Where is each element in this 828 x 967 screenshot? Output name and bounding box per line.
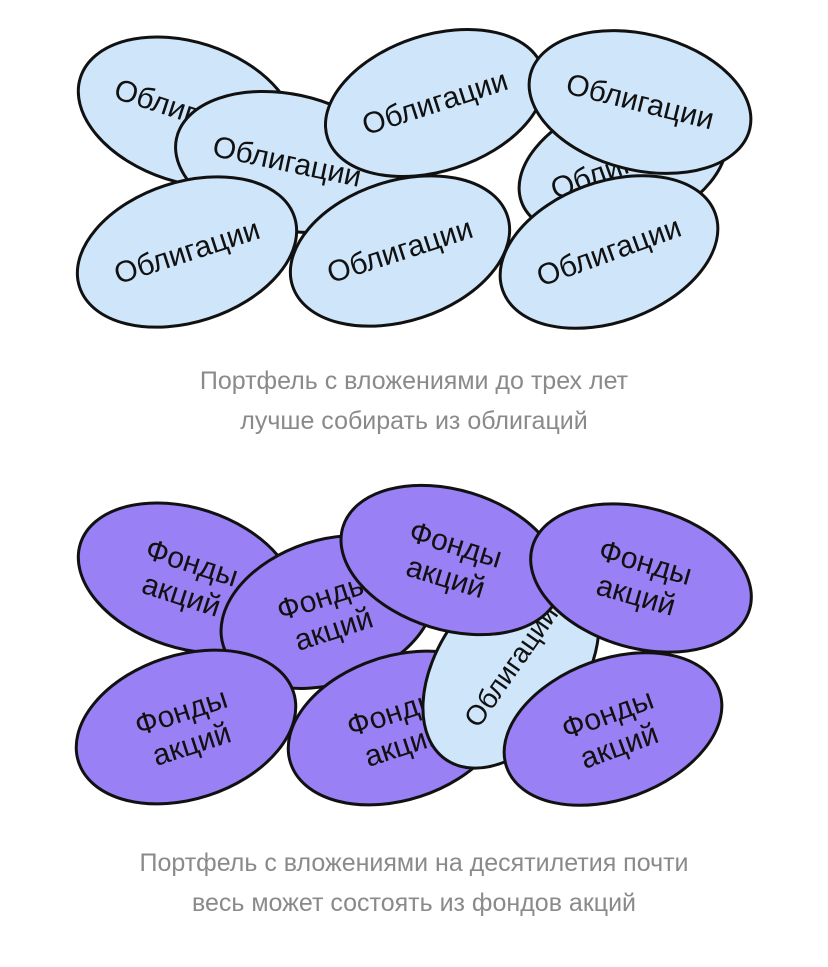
stock-fund-oval-8: Фондыакций [502, 651, 724, 807]
bond-oval-5: Облигации [527, 29, 753, 175]
top-caption: Портфель с вложениями до трех лет лучше … [0, 361, 828, 441]
stock-fund-oval-7: Фондыакций [529, 502, 753, 654]
oval-shape [529, 502, 753, 654]
bottom-caption-line2: весь может состоять из фондов акций [191, 889, 637, 917]
stock-fund-oval-6: Фондыакций [339, 483, 563, 637]
top-caption-line1: Портфель с вложениями до трех лет [199, 367, 629, 395]
bond-oval-8: Облигации [498, 174, 720, 330]
bond-oval-4: Облигации [323, 28, 547, 178]
oval-shape [75, 175, 299, 329]
stock-fund-oval-3: Фондыакций [74, 648, 298, 806]
oval-shape [288, 174, 512, 328]
bottom-caption-line1: Портфель с вложениями на десятилетия поч… [139, 849, 689, 877]
top-caption-line2: лучше собирать из облигаций [240, 407, 588, 435]
bond-oval-7: Облигации [288, 174, 512, 328]
oval-shape [502, 651, 724, 807]
oval-shape [498, 174, 720, 330]
oval-shape [74, 648, 298, 806]
oval-shape [527, 29, 753, 175]
bond-oval-6: Облигации [75, 175, 299, 329]
bottom-caption: Портфель с вложениями на десятилетия поч… [0, 843, 828, 923]
